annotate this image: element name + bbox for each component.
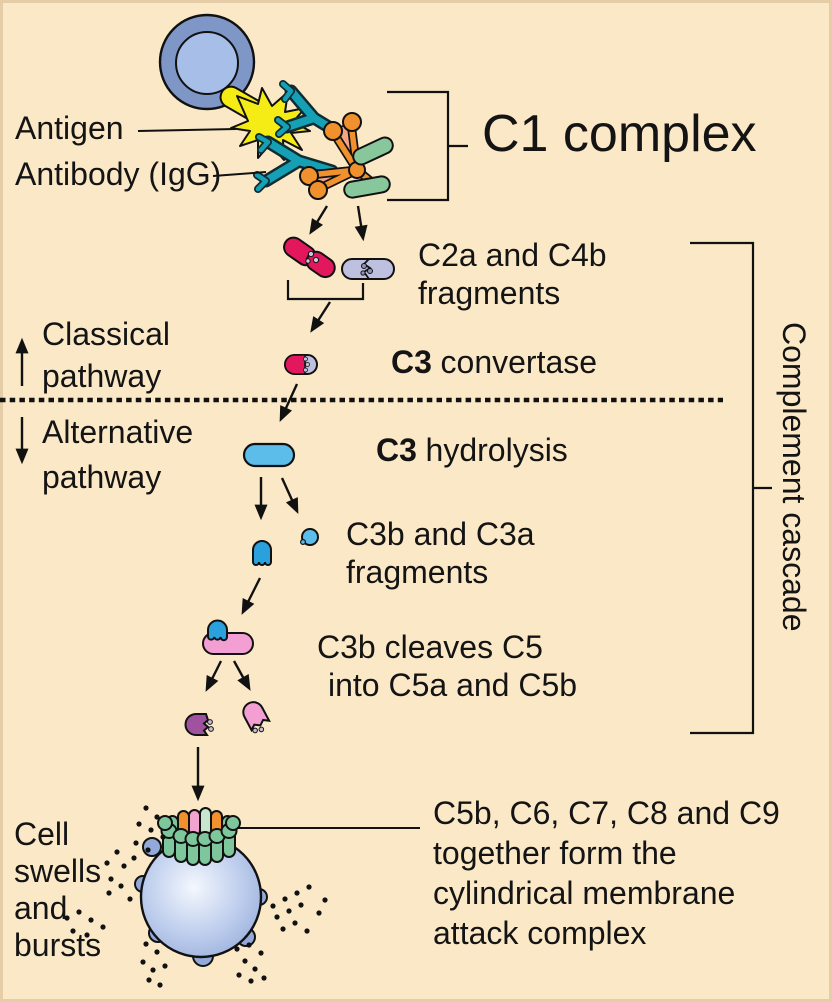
target-cell-icon xyxy=(134,835,268,967)
antibody-label: Antibody (IgG) xyxy=(15,156,222,192)
antigen-label: Antigen xyxy=(15,110,124,146)
alternative-pathway-label: Alternative pathway xyxy=(42,414,194,495)
fragments-join-bracket xyxy=(286,280,365,301)
c3a-fragment-icon xyxy=(300,528,319,546)
antigen-icon xyxy=(219,85,311,161)
c1rs-green-capsules-icon xyxy=(343,136,394,199)
c2a-c4b-label: C2a and C4b fragments xyxy=(418,237,607,311)
c1q-icon xyxy=(299,112,379,200)
antibody-igg-icons xyxy=(253,80,349,193)
cell-swells-label: Cell swells and bursts xyxy=(14,816,102,963)
c4b-fragment-icon xyxy=(341,258,395,280)
c5b-fragment-icon xyxy=(184,713,214,736)
arrow xyxy=(279,383,299,422)
c2a-fragment-icon xyxy=(283,236,336,279)
mac-description-label: C5b, C6, C7, C8 and C9 together form the… xyxy=(433,795,780,951)
complement-cascade-label: Complement cascade xyxy=(776,322,812,632)
c1-complex-bracket xyxy=(387,90,468,202)
membrane-attack-complex-icon xyxy=(157,807,241,866)
burst-debris-dots xyxy=(64,805,328,988)
c3b-cleaves-label: C3b cleaves C5 into C5a and C5b xyxy=(317,629,578,703)
c3-convertase-icon xyxy=(284,354,318,375)
arrow xyxy=(232,660,251,691)
c5a-fragment-icon xyxy=(242,701,271,734)
host-cell-icon xyxy=(158,13,256,111)
arrow xyxy=(205,660,223,692)
classical-pathway-label: Classical pathway xyxy=(42,316,171,394)
arrow xyxy=(280,477,299,514)
arrow xyxy=(354,205,368,242)
antibody-leader-line xyxy=(212,171,267,177)
arrow xyxy=(310,301,332,333)
antigen-leader-line xyxy=(137,128,237,132)
complement-cascade-bracket xyxy=(690,241,772,735)
arrow xyxy=(241,577,262,615)
c1-complex-label: C1 complex xyxy=(482,105,757,163)
arrow xyxy=(309,205,329,235)
c3b-on-c5-icon xyxy=(202,619,254,655)
c3b-fragment-icon xyxy=(252,540,272,566)
c3b-c3a-label: C3b and C3a fragments xyxy=(346,516,535,590)
c3-capsule-icon xyxy=(242,442,296,468)
